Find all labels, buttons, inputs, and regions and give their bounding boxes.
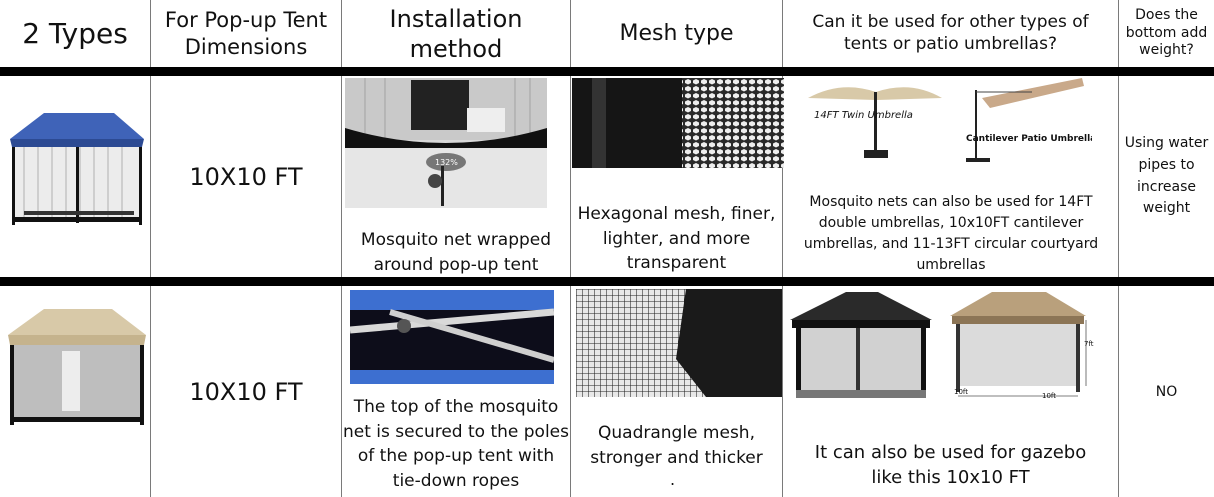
row1-mesh-text: Hexagonal mesh, finer, lighter, and more…	[577, 204, 776, 274]
column-divider	[782, 0, 783, 497]
beige-tent-image	[4, 303, 148, 428]
blue-tent-image	[4, 103, 148, 231]
row2-install-text: The top of the mosquito net is secured t…	[343, 397, 569, 491]
column-divider	[150, 0, 151, 497]
header-mesh-type: Mesh type	[619, 20, 734, 46]
row2-weight-text: NO	[1155, 383, 1178, 400]
column-divider	[341, 0, 342, 497]
row-divider	[0, 277, 1214, 286]
tie-down-image	[350, 290, 554, 384]
row1-dimension: 10X10 FT	[189, 162, 303, 191]
hex-mesh-image	[572, 78, 784, 168]
row2-other-text: It can also be used for gazebo like this…	[814, 442, 1087, 489]
gazebo-depth-label: 10ft	[1042, 392, 1056, 400]
net-wrapped-image: 132%	[345, 78, 547, 208]
beige-gazebo-image: 7ft 10ft 10ft	[946, 290, 1096, 402]
row2-mesh-dot: .	[670, 470, 676, 489]
row2-mesh-text: Quadrangle mesh, stronger and thicker	[590, 423, 763, 468]
umbrella-label-twin: 14FT Twin Umbrella	[814, 110, 913, 121]
header-other-usage: Can it be used for other types of tents …	[812, 12, 1089, 54]
black-gazebo-image	[786, 290, 936, 402]
row1-other-text: Mosquito nets can also be used for 14FT …	[803, 194, 1099, 273]
gazebo-width-label: 10ft	[954, 388, 968, 396]
row1-install-text: Mosquito net wrapped around pop-up tent	[360, 230, 552, 275]
umbrella-label-cantilever: Cantilever Patio Umbrella	[966, 134, 1092, 144]
column-divider	[1118, 0, 1119, 497]
quad-mesh-image	[576, 289, 782, 397]
zoom-label: 132%	[435, 158, 458, 167]
row2-dimension: 10X10 FT	[189, 377, 303, 406]
gazebo-height-label: 7ft	[1084, 340, 1094, 348]
header-bottom-weight: Does the bottom add weight?	[1125, 7, 1208, 59]
row1-weight-text: Using water pipes to increase weight	[1124, 135, 1209, 217]
column-divider	[570, 0, 571, 497]
header-dimensions: For Pop-up Tent Dimensions	[164, 8, 328, 59]
header-install-method: Installation method	[389, 4, 523, 63]
header-types: 2 Types	[22, 17, 128, 50]
cantilever-umbrella-image: Cantilever Patio Umbrella	[962, 78, 1092, 164]
twin-umbrella-image: 14FT Twin Umbrella	[806, 78, 946, 164]
row-divider	[0, 67, 1214, 76]
